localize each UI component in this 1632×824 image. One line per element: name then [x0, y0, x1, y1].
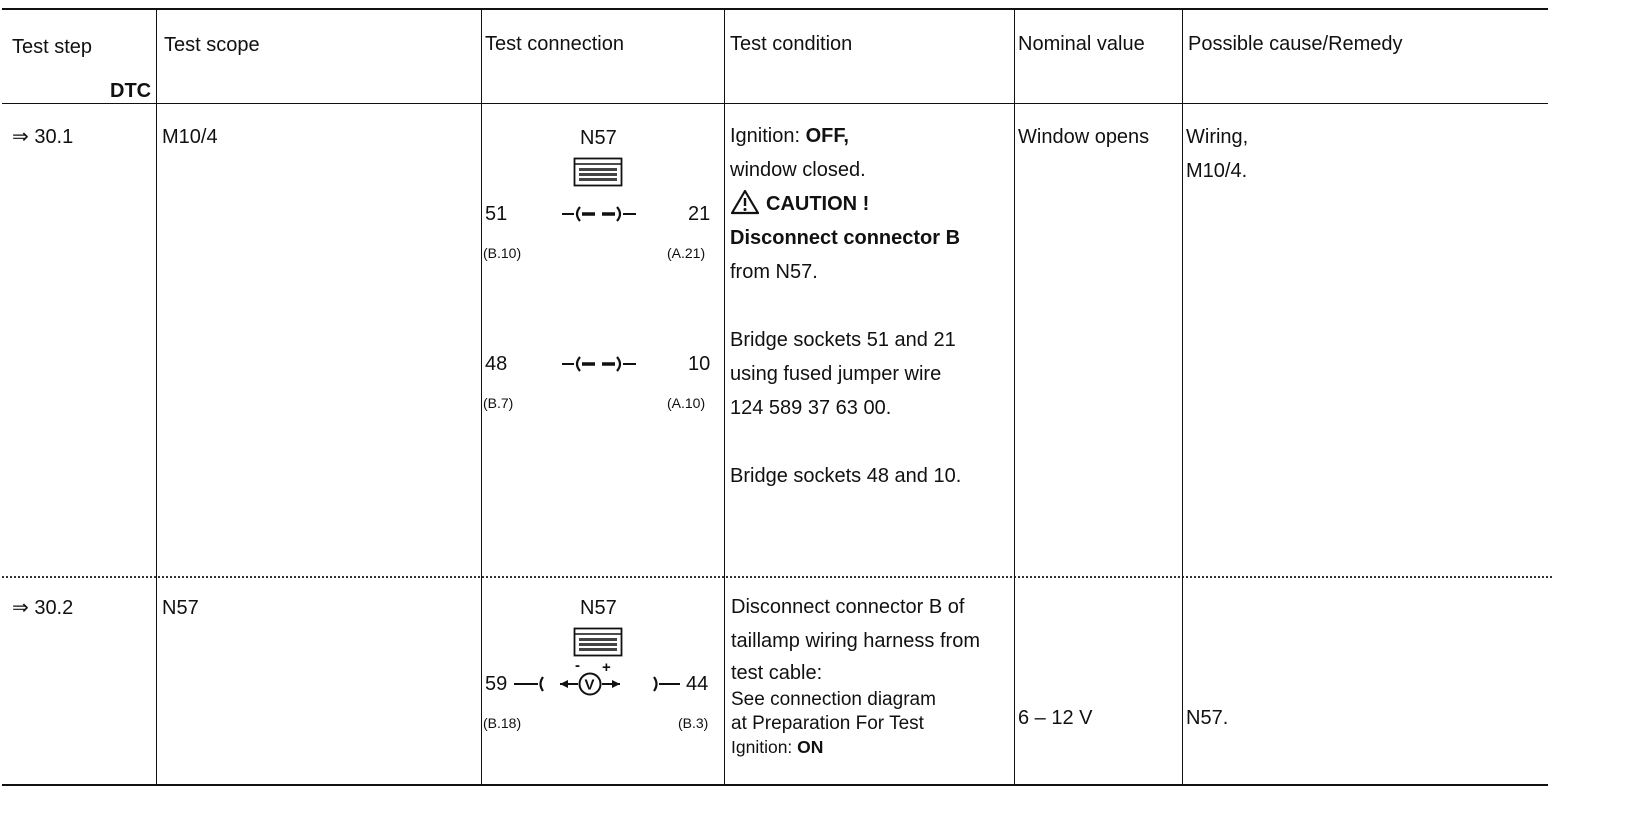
row2-test-step: ⇒ 30.2	[12, 597, 74, 619]
svg-text:+: +	[602, 659, 611, 676]
row1-test-scope: M10/4	[162, 126, 218, 148]
row1-pin2-right: 10	[688, 353, 711, 375]
table-bottom-rule	[2, 784, 1548, 786]
row2-nominal-value: 6 – 12 V	[1018, 707, 1093, 729]
row2-test-condition: Disconnect connector B of taillamp wirin…	[731, 590, 980, 758]
jumper-wire-icon	[562, 206, 636, 222]
row1-test-condition: Ignition: OFF, window closed. CAUTION ! …	[730, 119, 961, 493]
header-possible-cause: Possible cause/Remedy	[1188, 33, 1403, 55]
row1-pin2-left: 48	[485, 353, 508, 375]
condition-line: from N57.	[730, 261, 818, 283]
row1-pin1-left: 51	[485, 203, 508, 225]
header-test-connection: Test connection	[485, 33, 624, 55]
warning-triangle-icon	[730, 189, 760, 215]
header-test-condition: Test condition	[730, 33, 853, 55]
column-divider	[481, 8, 482, 784]
header-dtc: DTC	[110, 80, 152, 102]
condition-line: Bridge sockets 48 and 10.	[730, 465, 962, 487]
row2-test-scope: N57	[162, 597, 199, 619]
header-nominal-value: Nominal value	[1018, 33, 1145, 55]
row1-pin1-left-socket: (B.10)	[483, 245, 522, 261]
svg-text:-: -	[575, 658, 580, 674]
header-test-scope: Test scope	[164, 34, 260, 56]
row2-pin-right-socket: (B.3)	[678, 715, 709, 731]
row1-nominal-value: Window opens	[1018, 126, 1150, 148]
condition-line: test cable:	[731, 662, 823, 684]
condition-line: using fused jumper wire	[730, 363, 942, 385]
row1-cause-line1: Wiring,	[1186, 126, 1249, 148]
row-separator	[2, 576, 1552, 578]
jumper-wire-icon	[562, 356, 636, 372]
condition-line: Disconnect connector B	[730, 227, 961, 249]
row2-pin-right: 44	[686, 673, 709, 695]
row1-pin2-left-socket: (B.7)	[483, 395, 514, 411]
row1-test-step: ⇒ 30.1	[12, 126, 74, 148]
row2-connector-label: N57	[580, 597, 617, 619]
column-divider	[724, 8, 725, 784]
row1-pin1-right-socket: (A.21)	[667, 245, 706, 261]
header-test-step: Test step	[12, 36, 93, 58]
condition-line: 124 589 37 63 00.	[730, 397, 892, 419]
svg-text:V: V	[585, 677, 595, 694]
header-bottom-rule	[2, 103, 1548, 104]
row1-pin1-right: 21	[688, 203, 711, 225]
condition-line: Ignition: OFF,	[730, 125, 849, 147]
row1-connector-label: N57	[580, 127, 617, 149]
column-divider	[1014, 8, 1015, 784]
condition-line: Disconnect connector B of	[731, 596, 965, 618]
condition-line: Bridge sockets 51 and 21	[730, 329, 956, 351]
table-top-rule	[2, 8, 1548, 10]
row1-pin2-right-socket: (A.10)	[667, 395, 706, 411]
condition-line: See connection diagram	[731, 689, 936, 710]
row2-cause: N57.	[1186, 707, 1229, 729]
caution-line: CAUTION !	[730, 187, 961, 221]
connector-box-icon	[573, 157, 623, 187]
connector-box-icon	[573, 627, 623, 657]
condition-line: at Preparation For Test	[731, 713, 924, 734]
voltmeter-icon: - V +	[514, 658, 680, 696]
row1-cause-line2: M10/4.	[1186, 160, 1248, 182]
row2-pin-left-socket: (B.18)	[483, 715, 522, 731]
condition-line: Ignition: ON	[731, 737, 824, 757]
row2-pin-left: 59	[485, 673, 508, 695]
column-divider	[1182, 8, 1183, 784]
condition-line: window closed.	[730, 159, 866, 181]
column-divider	[156, 8, 157, 784]
condition-line: taillamp wiring harness from	[731, 630, 980, 652]
